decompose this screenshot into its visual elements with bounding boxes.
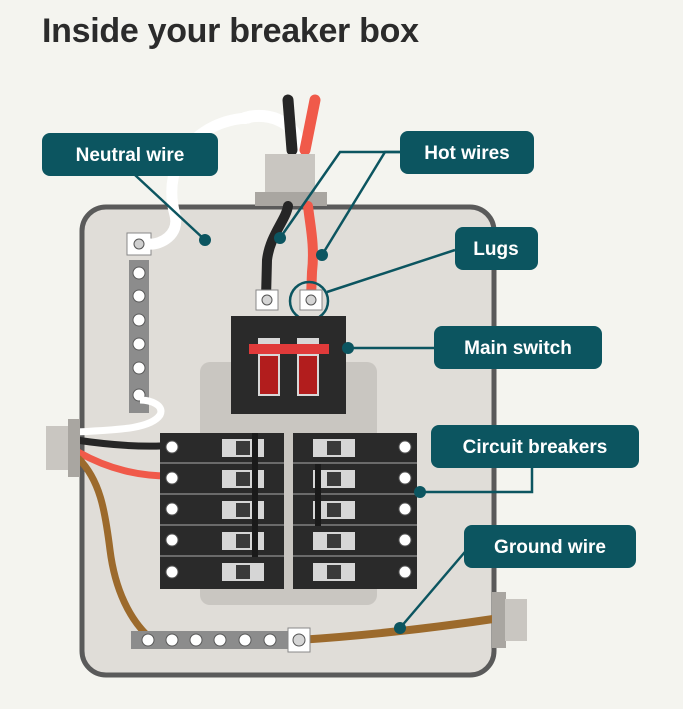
main-switch [231, 316, 346, 414]
label-hot-wires-text: Hot wires [424, 143, 510, 164]
circuit-breakers-left [160, 433, 284, 589]
top-wires [239, 94, 321, 156]
label-main-switch-text: Main switch [464, 338, 572, 359]
label-neutral-wire-text: Neutral wire [76, 145, 185, 166]
lugs [255, 280, 330, 322]
leader-dots [199, 232, 426, 634]
top-connector [255, 154, 327, 206]
neutral-bus-bar [126, 232, 152, 413]
label-lugs-text: Lugs [473, 239, 518, 260]
right-connector [492, 592, 527, 648]
label-hot-wires: Hot wires [400, 131, 534, 174]
label-ground-wire: Ground wire [464, 525, 636, 568]
leader-lines [134, 150, 534, 629]
label-neutral-wire: Neutral wire [42, 133, 218, 176]
ground-bus-bar [131, 627, 311, 653]
label-circuit-breakers-text: Circuit breakers [463, 437, 608, 458]
circuit-breakers-right [293, 433, 417, 589]
label-circuit-breakers: Circuit breakers [431, 425, 639, 468]
label-lugs: Lugs [455, 227, 538, 270]
left-connector [46, 419, 80, 477]
label-main-switch: Main switch [434, 326, 602, 369]
label-ground-wire-text: Ground wire [494, 537, 606, 558]
page-title: Inside your breaker box [42, 12, 419, 50]
